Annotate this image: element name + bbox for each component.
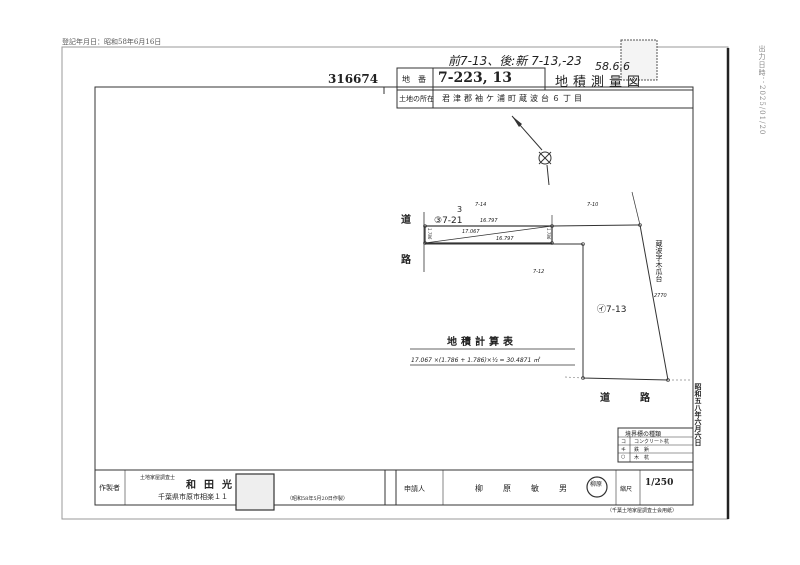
applicant-seal xyxy=(586,476,608,498)
document-title: 地積測量図 xyxy=(555,75,646,90)
lot-value: 7-223, 13 xyxy=(438,70,513,86)
lot-label: 地 番 xyxy=(402,75,426,84)
document-number: 316674 xyxy=(328,72,379,86)
north-arrow-head xyxy=(512,116,522,127)
neighbor-label: 7-10 xyxy=(587,202,599,208)
marker-type: 木 杭 xyxy=(634,455,650,461)
parcel-large-outline xyxy=(425,224,669,381)
adjacent-area: 蔵波字木瓜台 xyxy=(655,240,663,282)
applicant-seal-text: 柳原 xyxy=(590,481,603,488)
marker-type: コンクリート杭 xyxy=(634,439,670,445)
location-box xyxy=(396,89,694,109)
applicant-label: 申請人 xyxy=(404,485,425,493)
handwritten-date: 58.6.6 xyxy=(595,60,630,73)
preparer-label: 作製者 xyxy=(99,484,120,492)
preparer-address: 千葉県市原市相楽１１ xyxy=(158,493,228,501)
road-label-bottom-1: 道 xyxy=(600,393,610,404)
marker-type: 鉄 鋲 xyxy=(634,447,650,453)
dimension: 17.067 xyxy=(462,229,480,235)
road-label-left-1: 道 xyxy=(401,215,411,226)
outer-frame xyxy=(61,46,729,520)
parcel-small-outline xyxy=(424,225,553,244)
dimension: 1.786 xyxy=(546,228,551,240)
parcel-small-label: ③7-21 xyxy=(434,216,463,226)
marker-symbol: ○ xyxy=(621,454,626,460)
applicant-name: 柳 原 敏 男 xyxy=(475,484,573,493)
inner-frame xyxy=(94,86,694,506)
road-label-bottom-2: 路 xyxy=(640,393,650,404)
scale-label: 縮尺 xyxy=(620,486,633,493)
handwritten-note: 前7-13、後:新 7-13,-23 xyxy=(448,54,582,68)
neighbor-label: 7-12 xyxy=(533,269,545,275)
right-margin-stamp: 昭和五八年六月六日 xyxy=(694,383,703,446)
road-label-left-2: 路 xyxy=(401,255,411,266)
boundary-marker-title: 境界標の種類 xyxy=(625,431,662,438)
preparer-seal xyxy=(235,473,275,511)
diagonal-line xyxy=(424,225,553,244)
neighbor-label: 7-14 xyxy=(475,202,487,208)
corner-stamp xyxy=(620,39,658,81)
marker-symbol: コ xyxy=(621,439,627,445)
dimension: 16.797 xyxy=(480,218,498,224)
marker-symbol: キ xyxy=(621,447,627,453)
location-label: 土地の所在 xyxy=(399,95,434,103)
dimension: 16.797 xyxy=(496,236,514,242)
registration-date: 登記年月日：昭和58年6月16日 xyxy=(62,38,162,46)
corner-markers xyxy=(423,223,670,382)
location-value: 君津郡袖ケ浦町蔵波台６丁目 xyxy=(442,94,585,103)
scale-value: 1/250 xyxy=(645,478,674,488)
adjacent-area-lot: 2770 xyxy=(654,293,667,299)
compass-circle xyxy=(538,151,552,165)
preparer-date: （昭和58年5月20日作製） xyxy=(287,496,348,502)
dimension: 1.786 xyxy=(427,228,432,240)
preparer-name: 和田光 xyxy=(186,480,240,491)
footer-note: （千葉土地家屋調査士会用紙） xyxy=(607,508,678,514)
parcel-large-label: ㋑7-13 xyxy=(597,305,627,315)
output-datetime: 出力日時：2025/01/20 xyxy=(758,45,766,136)
calculation-formula: 17.067 ×(1.786 + 1.786)×½ = 30.4871 ㎡ xyxy=(411,357,540,364)
preparer-qualification: 土地家屋調査士 xyxy=(140,475,176,481)
parcel-small-superscript: 3 xyxy=(457,205,463,214)
calculation-title: 地積計算表 xyxy=(447,337,517,348)
